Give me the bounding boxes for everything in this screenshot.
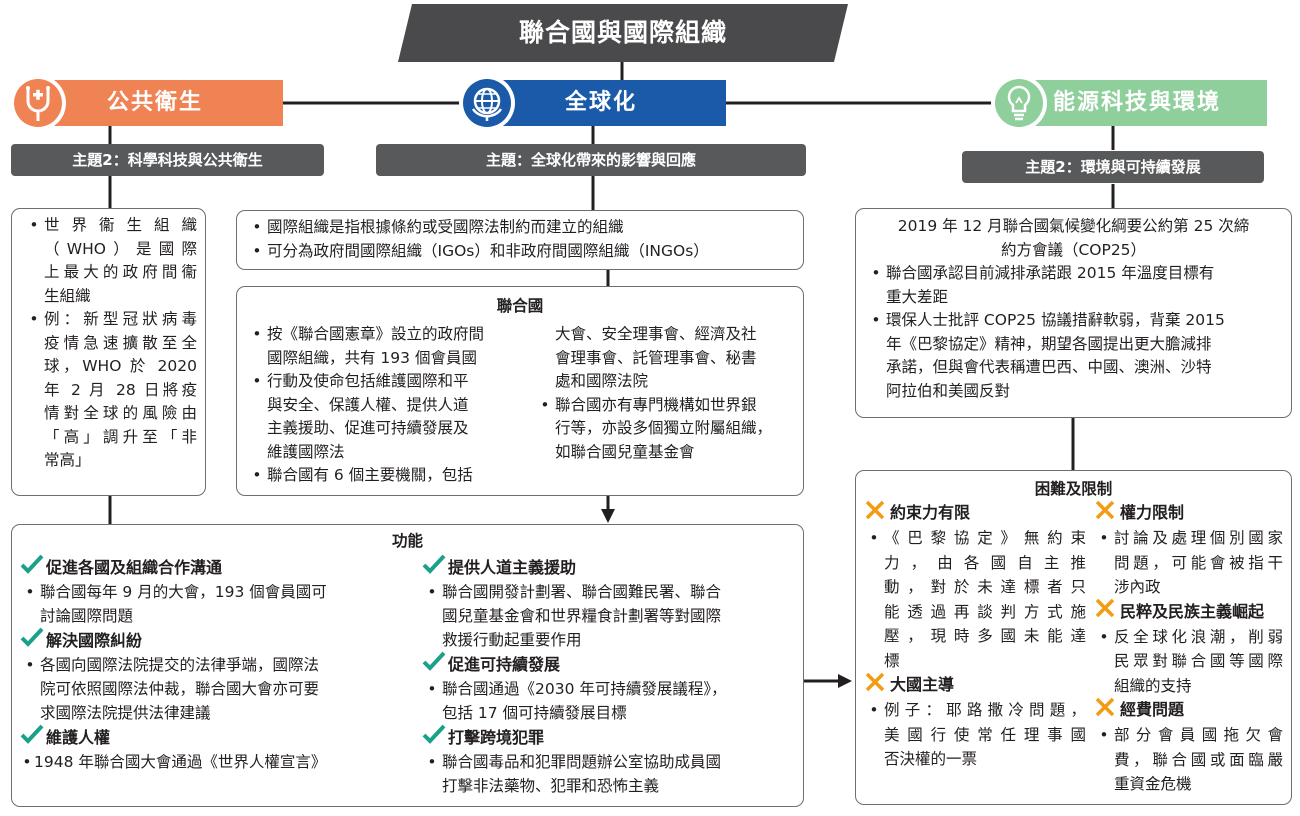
- list-item: •聯合國每年 9 月的大會，193 個會員國可討論國際問題: [25, 583, 327, 625]
- category-globalization: 全球化: [459, 75, 726, 131]
- title-banner: 聯合國與國際組織: [398, 4, 848, 62]
- lightbulb-icon: [991, 75, 1047, 131]
- functions-heading: 功能: [391, 532, 423, 550]
- theme-environment: 主題2：環境與可持續發展: [962, 151, 1264, 183]
- theme-public-health: 主題2：科學科技與公共衛生: [11, 144, 324, 176]
- cross-icon: [1094, 697, 1120, 725]
- function-title: 促進各國及組織合作溝通: [20, 554, 420, 581]
- limits-box: 困難及限制 約束力有限 • 《巴黎協定》無約束 力，由各國自主推 動，對於未達標…: [855, 470, 1292, 805]
- list-item: • 按《聯合國憲章》設立的政府間國際組織，共有 193 個會員國: [252, 325, 485, 367]
- category-label-globalization: 全球化: [565, 90, 638, 115]
- list-item: • 反全球化浪潮，削弱 民眾對聯合國等國際 組織的支持: [1099, 627, 1283, 695]
- category-public-health: 公共衛生: [10, 75, 283, 131]
- globe-icon: [459, 75, 515, 131]
- functions-left-column: 促進各國及組織合作溝通 •聯合國每年 9 月的大會，193 個會員國可討論國際問…: [20, 554, 420, 798]
- function-title: 打擊跨境犯罪: [422, 724, 795, 751]
- function-title: 提供人道主義援助: [422, 554, 795, 581]
- limits-left-column: 約束力有限 • 《巴黎協定》無約束 力，由各國自主推 動，對於未達標者只 能透過…: [864, 500, 1086, 797]
- check-icon: [20, 724, 46, 751]
- functions-right-column: 提供人道主義援助 •聯合國開發計劃署、聯合國難民署、聯合國兒童基金會和世界糧食計…: [420, 554, 795, 798]
- category-label-energy: 能源科技與環境: [1053, 90, 1222, 115]
- cross-icon: [1094, 598, 1120, 626]
- check-icon: [20, 554, 46, 581]
- list-item: • 世界衞生組織 （WHO）是國際 上最大的政府間衞 生組織: [29, 216, 197, 305]
- category-label-public-health: 公共衛生: [107, 90, 204, 115]
- list-item: • 部分會員國拖欠會 費，聯合國或面臨嚴 重資金危機: [1099, 726, 1283, 793]
- cop25-box: 2019 年 12 月聯合國氣候變化綱要公約第 25 次締 約方會議（COP25…: [855, 208, 1292, 418]
- list-item: • 討論及處理個別國家 問題，可能會被指干 涉內政: [1099, 529, 1283, 596]
- io-definition-box: •國際組織是指根據條約或受國際法制約而建立的組織 •可分為政府間國際組織（IGO…: [236, 210, 804, 270]
- cop25-heading: 2019 年 12 月聯合國氣候變化綱要公約第 25 次締 約方會議（COP25…: [897, 217, 1250, 259]
- limits-heading: 困難及限制: [1034, 480, 1113, 498]
- list-item: •各國向國際法院提交的法律爭端，國際法院可依照國際法仲裁，聯合國大會亦可要求國際…: [25, 656, 320, 722]
- function-title: 促進可持續發展: [422, 651, 795, 678]
- check-icon: [422, 724, 448, 751]
- list-item: •1948 年聯合國大會通過《世界人權宣言》: [22, 753, 327, 771]
- un-right-column: 大會、安全理事會、經濟及社 會理事會、託管理事會、秘書 處和國際法院 • 聯合國…: [523, 323, 785, 488]
- cross-icon: [864, 672, 890, 700]
- who-box: • 世界衞生組織 （WHO）是國際 上最大的政府間衞 生組織 • 例：新型冠狀病…: [11, 208, 206, 496]
- limit-title: 約束力有限: [864, 500, 1086, 528]
- health-icon: [10, 75, 66, 131]
- list-item: • 聯合國亦有專門機構如世界銀行等，亦設多個獨立附屬組織，如聯合國兒童基金會: [540, 395, 773, 461]
- limit-title: 經費問題: [1094, 697, 1283, 725]
- list-item: •國際組織是指根據條約或受國際法制約而建立的組織: [252, 218, 624, 236]
- un-left-column: • 按《聯合國憲章》設立的政府間國際組織，共有 193 個會員國 • 行動及使命…: [247, 323, 523, 488]
- category-energy: 能源科技與環境: [991, 75, 1267, 131]
- check-icon: [422, 651, 448, 678]
- check-icon: [422, 554, 448, 581]
- un-organs-continued: 大會、安全理事會、經濟及社 會理事會、託管理事會、秘書 處和國際法院: [555, 325, 757, 390]
- limit-title: 權力限制: [1094, 500, 1283, 528]
- list-item: •聯合國開發計劃署、聯合國難民署、聯合國兒童基金會和世界糧食計劃署等對國際救援行…: [427, 583, 722, 649]
- un-heading: 聯合國: [496, 297, 544, 315]
- check-icon: [20, 627, 46, 654]
- function-title: 解決國際糾紛: [20, 627, 420, 654]
- functions-box: 功能 促進各國及組織合作溝通 •聯合國每年 9 月的大會，193 個會員國可討論…: [11, 524, 804, 807]
- list-item: • 例：新型冠狀病毒 疫情急速擴散至全 球，WHO 於 2020 年 2 月 2…: [29, 310, 197, 469]
- limit-title: 大國主導: [864, 672, 1086, 700]
- list-item: •可分為政府間國際組織（IGOs）和非政府間國際組織（INGOs）: [252, 241, 709, 260]
- list-item: • 例子：耶路撒冷問題， 美國行使常任理事國 否決權的一票: [869, 701, 1086, 768]
- un-box: 聯合國 • 按《聯合國憲章》設立的政府間國際組織，共有 193 個會員國 • 行…: [236, 286, 804, 496]
- list-item: • 聯合國有 6 個主要機關，包括: [252, 466, 473, 484]
- function-title: 維護人權: [20, 724, 420, 751]
- cross-icon: [1094, 500, 1120, 528]
- main-title: 聯合國與國際組織: [518, 18, 727, 47]
- list-item: • 聯合國承認目前減排承諾跟 2015 年溫度目標有重大差距: [871, 264, 1215, 306]
- limits-right-column: 權力限制 • 討論及處理個別國家 問題，可能會被指干 涉內政 民粹及民族主義崛起…: [1086, 500, 1283, 797]
- limit-title: 民粹及民族主義崛起: [1094, 598, 1283, 626]
- list-item: • 行動及使命包括維護國際和平與安全、保護人權、提供人道主義援助、促進可持續發展…: [252, 372, 469, 461]
- theme-globalization: 主題：全球化帶來的影響與回應: [376, 144, 806, 176]
- list-item: •聯合國通過《2030 年可持續發展議程》，包括 17 個可持續發展目標: [427, 680, 727, 722]
- cross-icon: [864, 500, 890, 528]
- list-item: • 《巴黎協定》無約束 力，由各國自主推 動，對於未達標者只 能透過再談判方式施…: [869, 529, 1086, 670]
- list-item: •聯合國毒品和犯罪問題辦公室協助成員國打擊非法藥物、犯罪和恐怖主義: [427, 753, 722, 795]
